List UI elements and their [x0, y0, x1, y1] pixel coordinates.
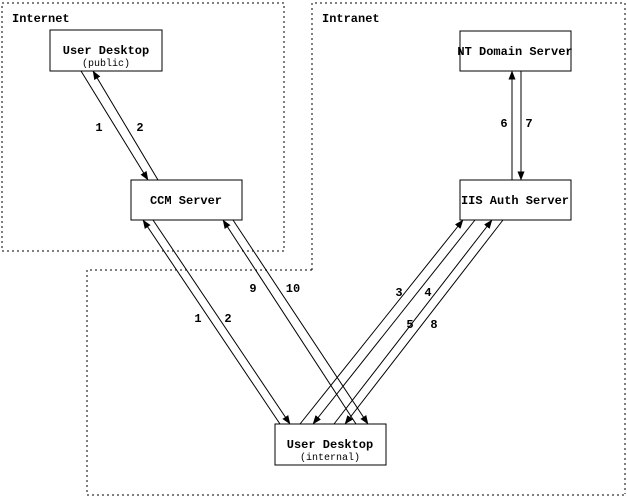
node-iis-auth-server: IIS Auth Server [459, 179, 572, 221]
flow-line-10-ccm-to-internal-desktop [232, 219, 369, 425]
user-desktop-internal-title: User Desktop [287, 438, 373, 452]
flow-line-1-internal-desktop-to-ccm [142, 219, 281, 425]
flow-line-4-iis-to-internal-desktop [312, 219, 476, 425]
flow-line-5-internal-desktop-to-iis [333, 219, 493, 425]
flow-label-5: 5 [406, 318, 413, 332]
user-desktop-public-box [49, 29, 163, 72]
node-user-desktop-public: User Desktop (public) [49, 29, 163, 72]
user-desktop-public-subtitle: (public) [82, 58, 130, 70]
flow-label-2-public: 2 [136, 121, 143, 135]
internet-zone-border [1, 2, 285, 252]
flow-label-1-internal: 1 [194, 312, 201, 326]
iis-auth-server-title: IIS Auth Server [461, 194, 569, 208]
flow-line-9-internal-desktop-to-ccm [222, 219, 357, 425]
user-desktop-public-title: User Desktop [63, 44, 149, 58]
internet-zone-label: Internet [12, 12, 70, 26]
ccm-server-title: CCM Server [150, 194, 222, 208]
node-ccm-server: CCM Server [130, 179, 243, 221]
flow-label-7: 7 [525, 117, 532, 131]
nt-domain-server-title: NT Domain Server [457, 45, 572, 59]
flow-label-10: 10 [286, 282, 300, 296]
flow-line-1-public-desktop-to-ccm [80, 70, 149, 181]
flow-label-2-internal: 2 [224, 312, 231, 326]
nt-domain-server-box [459, 30, 572, 72]
ccm-server-box [130, 179, 243, 221]
flow-label-8: 8 [430, 318, 437, 332]
flow-line-3-internal-desktop-to-iis [299, 219, 464, 425]
intranet-zone-label: Intranet [322, 12, 380, 26]
iis-auth-server-box [459, 179, 572, 221]
node-user-desktop-internal: User Desktop (internal) [274, 423, 387, 466]
intranet-zone-border [311, 2, 626, 494]
flow-label-3: 3 [395, 286, 402, 300]
flow-label-9: 9 [249, 282, 256, 296]
flow-label-1-public: 1 [95, 121, 102, 135]
flow-line-2-ccm-to-internal-desktop [152, 219, 291, 425]
flow-label-6: 6 [500, 117, 507, 131]
flow-line-2-ccm-to-public-desktop [92, 70, 159, 181]
user-desktop-internal-subtitle: (internal) [300, 452, 360, 464]
user-desktop-internal-box [274, 423, 387, 466]
flow-line-8-iis-to-internal-desktop [344, 219, 504, 425]
node-nt-domain-server: NT Domain Server [457, 30, 573, 72]
flow-label-4: 4 [424, 286, 431, 300]
